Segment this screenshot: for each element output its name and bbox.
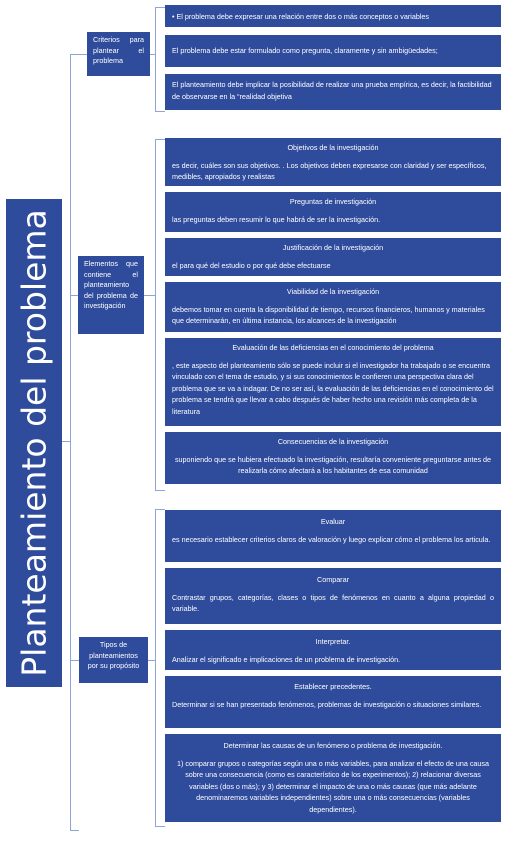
category-elementos-label: Elementos que contiene el planteamiento … [84,259,138,310]
tipo-evaluar-title: Evaluar [320,517,346,526]
bracket-2 [155,139,156,490]
elemento-viabilidad-text: debemos tomar en cuenta la disponibilida… [172,304,485,326]
elemento-justificacion-text: el para qué del estudio o por qué debe e… [172,260,331,270]
elemento-preguntas-title: Preguntas de investigación [289,197,377,206]
tipo-precedentes-text: Determinar si se han presentado fenómeno… [172,699,482,709]
tipo-interpretar-title: Interpretar. [315,637,351,646]
tipo-precedentes-title: Establecer precedentes. [294,682,372,691]
elemento-consecuencias-text: suponiendo que se hubiera efectuado la i… [174,454,492,476]
category-tipos: Tipos de planteamientos por su propósito [79,637,148,683]
elemento-preguntas: Preguntas de investigación las preguntas… [165,192,501,232]
elemento-objetivos: Objetivos de la investigación es decir, … [165,138,501,186]
elemento-consecuencias: Consecuencias de la investigación suponi… [165,432,501,484]
tipo-interpretar: Interpretar. Analizar el significado e i… [165,630,501,670]
tipo-causas: Determinar las causas de un fenómeno o p… [165,734,501,822]
category-elementos: Elementos que contiene el planteamiento … [78,256,144,334]
branch-line-1 [70,54,87,55]
elemento-evaluacion: Evaluación de las deficiencias en el con… [165,338,501,426]
tipo-interpretar-text: Analizar el significado e implicaciones … [172,654,401,664]
category-criterios-label: Criterios para plantear el problema [93,35,144,65]
elemento-objetivos-title: Objetivos de la investigación [287,143,379,152]
criterio-item-2: El problema debe estar formulado como pr… [165,35,501,67]
tipo-precedentes: Establecer precedentes. Determinar si se… [165,676,501,728]
criterio-item-3: El planteamiento debe implicar la posibi… [165,74,501,110]
trunk-to-root [62,441,71,442]
tipo-comparar: Comparar Contrastar grupos, categorías, … [165,568,501,624]
tipo-causas-title: Determinar las causas de un fenómeno o p… [223,741,443,750]
tipo-comparar-text: Contrastar grupos, categorías, clases o … [172,592,494,614]
bracket-1 [155,7,156,111]
bracket-2-bottom [155,490,165,491]
elemento-preguntas-text: las preguntas deben resumir lo que habrá… [172,214,381,224]
elemento-viabilidad: Viabilidad de la investigación debemos t… [165,282,501,332]
tipo-comparar-title: Comparar [317,575,349,584]
bracket-3-link [148,660,155,661]
bracket-2-link [144,295,155,296]
criterio-item-2-text: El problema debe estar formulado como pr… [172,46,438,55]
bracket-1-link [150,54,155,55]
category-tipos-label: Tipos de planteamientos por su propósito [87,640,140,670]
root-title: Planteamiento del problema [14,209,54,677]
bracket-2-top [155,139,165,140]
bracket-3 [155,509,156,826]
root-node: Planteamiento del problema [6,199,62,687]
bracket-3-bottom [155,826,165,827]
criterio-item-1-text: • El problema debe expresar una relación… [172,12,430,21]
branch-line-3 [70,660,79,661]
elemento-objetivos-text: es decir, cuáles son sus objetivos. . Lo… [172,160,487,182]
bracket-1-top [155,7,165,8]
branch-line-2 [70,295,78,296]
tipo-causas-text: 1) comparar grupos o categorías según un… [176,758,490,814]
criterio-item-1: • El problema debe expresar una relación… [165,5,501,27]
elemento-justificacion: Justificación de la investigación el par… [165,238,501,276]
trunk-line [70,54,71,830]
elemento-evaluacion-text: , este aspecto del planteamiento sólo se… [172,360,494,416]
tipo-evaluar-text: es necesario establecer criterios claros… [172,534,491,544]
elemento-evaluacion-title: Evaluación de las deficiencias en el con… [232,343,434,352]
tipo-evaluar: Evaluar es necesario establecer criterio… [165,510,501,562]
elemento-justificacion-title: Justificación de la investigación [282,243,384,252]
bracket-1-bottom [155,111,165,112]
criterio-item-3-text: El planteamiento debe implicar la posibi… [172,80,492,101]
elemento-viabilidad-title: Viabilidad de la investigación [286,287,380,296]
elemento-consecuencias-title: Consecuencias de la investigación [277,437,389,446]
bracket-3-top [155,509,165,510]
category-criterios: Criterios para plantear el problema [87,32,150,76]
tick-bottom [70,830,79,831]
